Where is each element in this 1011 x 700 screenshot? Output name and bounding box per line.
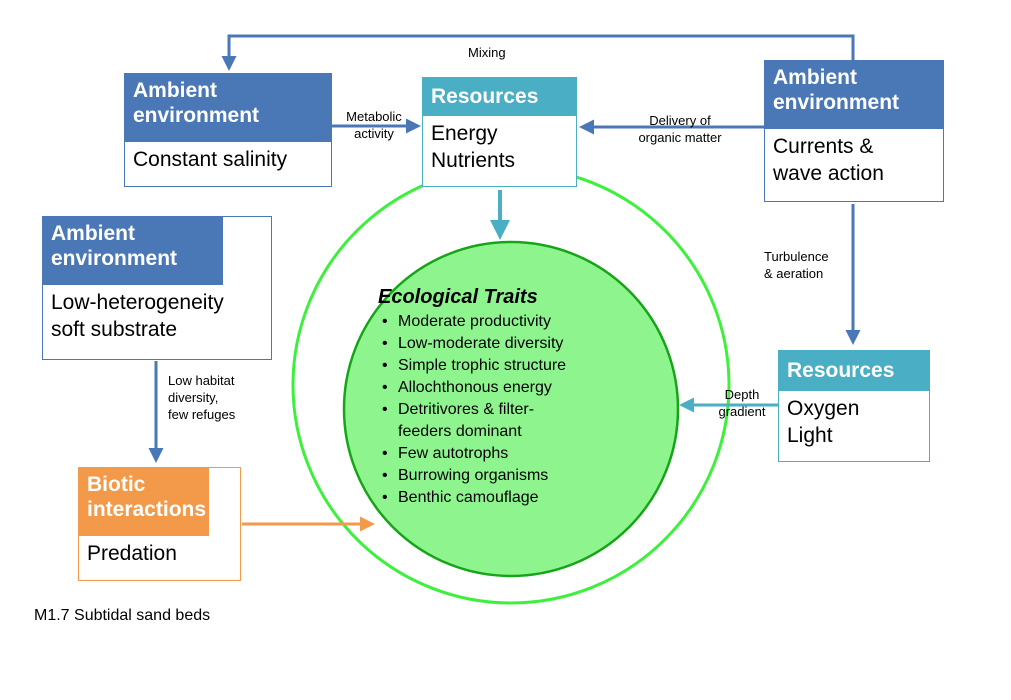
resources-oxygen-body: Oxygen Light <box>779 391 929 453</box>
ecological-traits-list: Moderate productivity Low-moderate diver… <box>378 311 648 509</box>
biotic-interactions-header: Biotic interactions <box>79 468 209 536</box>
trait-item: Few autotrophs <box>378 443 648 465</box>
ambient-currents-body: Currents & wave action <box>765 129 943 191</box>
habitat-label-line-1: Low habitat <box>168 373 235 388</box>
resources-energy-box: Resources Energy Nutrients <box>422 77 577 187</box>
ambient-salinity-header: Ambient environment <box>125 74 331 142</box>
turbulence-label: Turbulence & aeration <box>764 248 829 282</box>
habitat-label: Low habitat diversity, few refuges <box>168 372 235 423</box>
resources-energy-line-2: Nutrients <box>431 149 516 172</box>
delivery-label: Delivery of organic matter <box>615 112 745 146</box>
resources-oxygen-line-2: Light <box>787 424 833 447</box>
ambient-currents-line-2: wave action <box>773 162 884 185</box>
habitat-label-line-3: few refuges <box>168 407 236 422</box>
mixing-arrow <box>221 34 855 71</box>
ambient-substrate-body: Low-heterogeneity soft substrate <box>43 285 271 347</box>
trait-item: Moderate productivity <box>378 311 648 333</box>
trait-item: Detritivores & filter- feeders dominant <box>378 399 648 443</box>
resources-oxygen-line-1: Oxygen <box>787 397 860 420</box>
ambient-currents-line-1: Currents & <box>773 135 874 158</box>
depth-label-line-1: Depth <box>724 387 760 402</box>
resources-energy-header: Resources <box>423 78 576 116</box>
trait-item: Low-moderate diversity <box>378 333 648 355</box>
ambient-substrate-line-1: Low-heterogeneity <box>51 291 224 314</box>
biotic-interactions-box: Biotic interactions Predation <box>78 467 241 581</box>
trait-item-continuation: feeders dominant <box>398 423 522 440</box>
trait-item: Burrowing organisms <box>378 465 648 487</box>
biotic-interactions-body: Predation <box>79 536 240 571</box>
trait-item-text: Detritivores & filter- <box>398 401 535 418</box>
trait-item: Benthic camouflage <box>378 487 648 509</box>
ambient-currents-box: Ambient environment Currents & wave acti… <box>764 60 944 202</box>
turbulence-label-line-1: Turbulence <box>764 249 829 264</box>
ecological-traits-title: Ecological Traits <box>378 286 538 308</box>
ambient-salinity-body: Constant salinity <box>125 142 331 177</box>
ambient-salinity-line-1: Constant salinity <box>133 148 288 171</box>
figure-caption: M1.7 Subtidal sand beds <box>34 607 211 624</box>
trait-item: Allochthonous energy <box>378 377 648 399</box>
resources-oxygen-box: Resources Oxygen Light <box>778 350 930 462</box>
ambient-currents-header: Ambient environment <box>765 61 943 129</box>
metabolic-label-line-1: Metabolic <box>346 109 402 124</box>
biotic-interactions-line-1: Predation <box>87 542 177 565</box>
depth-label: Depth gradient <box>711 386 773 420</box>
resources-energy-body: Energy Nutrients <box>423 116 576 178</box>
ambient-substrate-line-2: soft substrate <box>51 318 178 341</box>
resources-energy-line-1: Energy <box>431 122 498 145</box>
ambient-substrate-header: Ambient environment <box>43 217 223 285</box>
turbulence-label-line-2: & aeration <box>764 266 824 281</box>
ambient-salinity-box: Ambient environment Constant salinity <box>124 73 332 187</box>
metabolic-label: Metabolic activity <box>334 108 414 142</box>
delivery-label-line-2: organic matter <box>638 130 722 145</box>
ambient-substrate-box: Ambient environment Low-heterogeneity so… <box>42 216 272 360</box>
metabolic-label-line-2: activity <box>354 126 394 141</box>
resources-oxygen-header: Resources <box>779 351 929 391</box>
ecological-traits: Ecological Traits Moderate productivity … <box>378 285 648 509</box>
habitat-label-line-2: diversity, <box>168 390 219 405</box>
delivery-label-line-1: Delivery of <box>649 113 711 128</box>
depth-label-line-2: gradient <box>718 404 766 419</box>
trait-item: Simple trophic structure <box>378 355 648 377</box>
mixing-label: Mixing <box>468 45 506 60</box>
